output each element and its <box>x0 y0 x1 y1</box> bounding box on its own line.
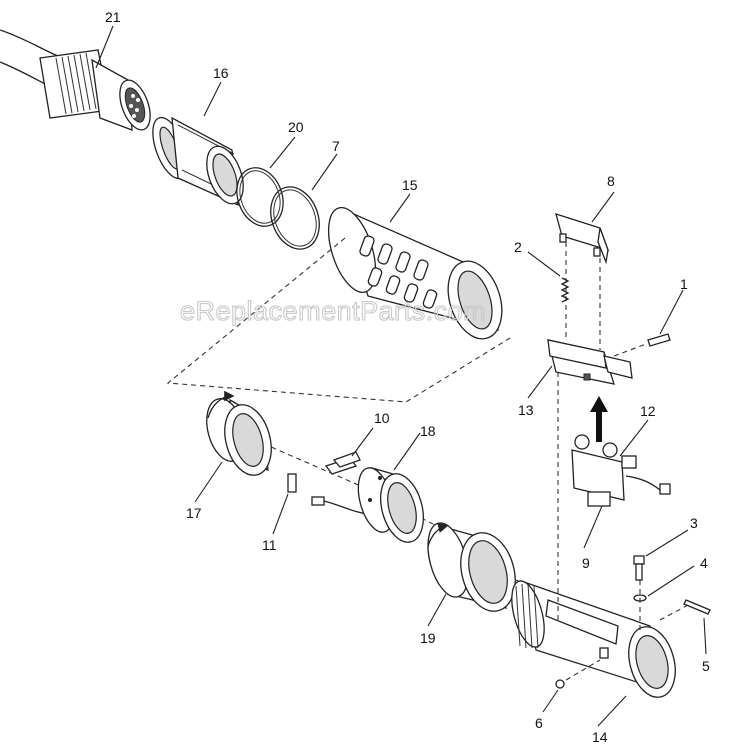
callout-6: 6 <box>535 715 543 731</box>
callout-4: 4 <box>700 555 708 571</box>
part-7-o-ring-inner <box>273 189 317 247</box>
guide-dashed-5 <box>613 343 647 357</box>
watermark-text: eReplacementParts.com <box>180 296 486 326</box>
part-13-switch-bracket[interactable] <box>547 339 633 385</box>
part-16-collar-tube[interactable] <box>146 113 250 209</box>
callout-20: 20 <box>288 119 304 135</box>
part-21-cable-connector[interactable] <box>0 29 156 134</box>
part-3-screw[interactable] <box>633 555 645 581</box>
callout-14: 14 <box>592 729 608 745</box>
callout-13: 13 <box>518 402 534 418</box>
callout-1: 1 <box>680 276 688 292</box>
insertion-arrow <box>590 396 608 442</box>
callout-18: 18 <box>420 423 436 439</box>
callout-10: 10 <box>374 410 390 426</box>
callout-17: 17 <box>186 505 202 521</box>
callout-15: 15 <box>402 177 418 193</box>
callout-16: 16 <box>213 65 229 81</box>
part-1-pin[interactable] <box>647 333 671 347</box>
callout-3: 3 <box>690 515 698 531</box>
callout-5: 5 <box>702 658 710 674</box>
part-5-pin[interactable] <box>683 599 711 615</box>
callout-9: 9 <box>582 555 590 571</box>
guide-dashed-6 <box>659 603 691 621</box>
part-18-ring[interactable] <box>352 464 430 547</box>
callout-8: 8 <box>607 173 615 189</box>
part-17-ring[interactable] <box>200 390 278 480</box>
guide-dashed-7 <box>565 659 601 681</box>
callout-21: 21 <box>105 9 121 25</box>
part-7-o-ring[interactable] <box>262 180 327 256</box>
callout-labels: 21 16 20 7 15 8 2 1 13 12 10 18 17 11 3 … <box>105 9 710 745</box>
part-15-handle-grip[interactable] <box>319 202 511 346</box>
callout-19: 19 <box>420 630 436 646</box>
callout-12: 12 <box>640 403 656 419</box>
callout-7: 7 <box>332 138 340 154</box>
part-8-cover-clip[interactable] <box>555 213 610 265</box>
part-20-o-ring-inner <box>239 170 281 224</box>
part-12-9-switch[interactable] <box>571 434 671 507</box>
assembly-dashed-axis-1 <box>254 439 371 491</box>
part-10-insulator[interactable] <box>324 451 361 475</box>
part-6-ball[interactable] <box>555 679 565 689</box>
leader-lines <box>95 25 707 727</box>
part-19-ring-nut[interactable] <box>421 519 524 618</box>
part-2-spring[interactable] <box>560 277 570 303</box>
part-14-tube-body[interactable] <box>506 578 683 703</box>
callout-2: 2 <box>514 239 522 255</box>
callout-11: 11 <box>262 537 277 553</box>
